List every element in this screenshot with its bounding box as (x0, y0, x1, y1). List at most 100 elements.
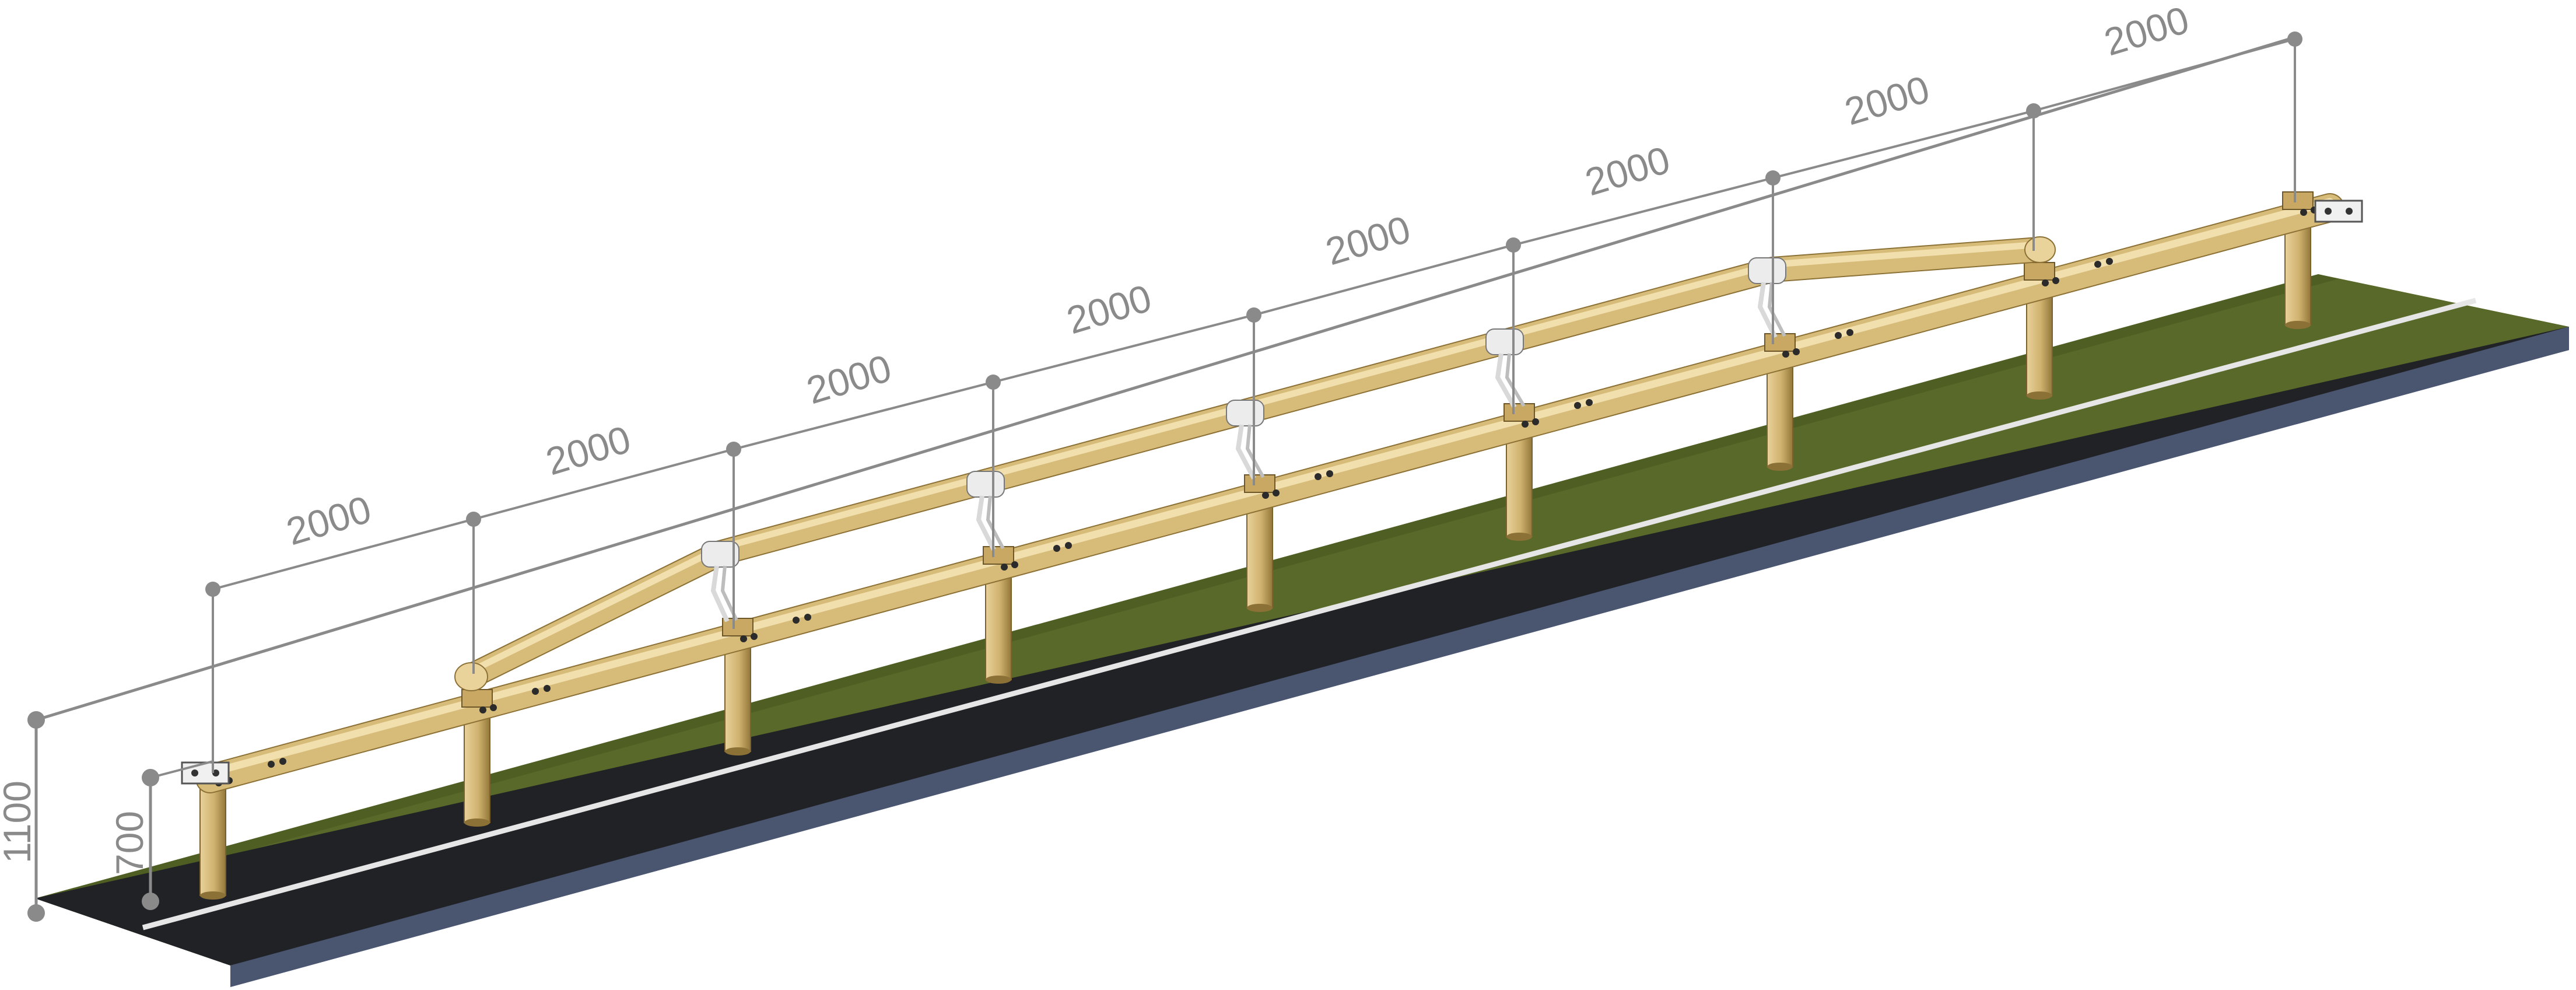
lane-line (142, 298, 2477, 930)
height-label-700: 700 (108, 811, 151, 875)
bolt-icon (2042, 279, 2049, 286)
bolt-icon (1532, 418, 1539, 425)
bolt-icon (1793, 348, 1800, 355)
post-cap (2024, 262, 2055, 281)
end-plate (2314, 200, 2363, 223)
asphalt-road (35, 327, 2569, 965)
bolt-icon (751, 633, 758, 640)
bolt-icon (490, 704, 497, 711)
post-base (1767, 463, 1793, 471)
support-bracket (710, 565, 730, 622)
dimension-line-length (36, 37, 2290, 722)
rail-end-cap (454, 662, 488, 691)
upper-rail-ramp-end (1761, 238, 2050, 281)
bolt-icon (2106, 258, 2113, 265)
dimension-lines (34, 37, 2290, 913)
ground (35, 274, 2569, 987)
dimension-dot (27, 904, 45, 922)
rail-clamp (966, 471, 1005, 498)
support-bracket (986, 495, 1005, 550)
post-base (2027, 391, 2052, 400)
bolt-icon (544, 685, 551, 692)
post-base (464, 818, 490, 827)
bolt-icon (740, 635, 747, 642)
height-label-1100: 1100 (0, 781, 38, 863)
post-cap (1764, 333, 1796, 352)
bolt-icon (1011, 561, 1018, 568)
bolt-icon (2346, 208, 2353, 215)
bolt-icon (2325, 208, 2332, 215)
post-cap (1244, 474, 1275, 493)
bolt-icon (1574, 402, 1581, 409)
bolt-icon (191, 769, 198, 776)
support-bracket (1245, 424, 1265, 478)
post-base (200, 891, 226, 900)
spacing-label: 2000 (282, 487, 376, 553)
dimension-ticks (27, 32, 2302, 922)
dimension-leader (150, 760, 213, 779)
upper-rail-ramp-start-highlight (469, 544, 724, 674)
spacing-label: 2000 (2100, 0, 2194, 64)
support-bracket (720, 565, 738, 621)
support-bracket (1767, 282, 1786, 337)
spacing-label: 2000 (1062, 276, 1156, 342)
support-bracket (1757, 282, 1778, 338)
rail-end-cap (2024, 236, 2056, 263)
bolt-icon (268, 761, 275, 768)
bolt-icon (804, 614, 811, 621)
support-bracket (1495, 353, 1517, 408)
spacing-label: 2000 (541, 417, 636, 483)
end-plate (181, 761, 230, 785)
rail-clamp (1226, 400, 1264, 426)
bolt-icon (1835, 332, 1842, 339)
post-cap (2282, 191, 2314, 210)
spacing-label: 2000 (1321, 207, 1415, 273)
spacing-label: 2000 (1580, 138, 1675, 204)
upper-rail-ramp-start (461, 541, 732, 687)
post-base (986, 676, 1011, 684)
bolt-icon (1065, 542, 1072, 549)
road-edge (230, 327, 2569, 987)
bolt-icon (793, 617, 800, 624)
post-base (1506, 533, 1532, 541)
grass-shadow (35, 274, 2339, 903)
dimension-dot (27, 711, 45, 729)
dimension-dot (142, 893, 159, 910)
rail-clamp (701, 541, 739, 568)
bolt-icon (2300, 209, 2307, 216)
post-cap (461, 689, 493, 708)
bolt-icon (1522, 421, 1529, 428)
upper-rail-ramp-end-highlight (1769, 241, 2042, 268)
timber-post (199, 772, 226, 896)
lower-rail (197, 194, 2343, 792)
rail-clamp (1748, 257, 1786, 284)
post-cap (983, 546, 1014, 565)
support-bracket (976, 495, 996, 551)
guardrail-structure (181, 191, 2363, 900)
bolt-icon (1262, 492, 1269, 499)
bolt-icon (1326, 470, 1333, 477)
rail-clamp (1485, 328, 1524, 355)
bolt-icon (532, 688, 539, 695)
support-bracket (1505, 353, 1526, 407)
bolt-icon (279, 758, 286, 765)
post-base (725, 747, 751, 755)
post-base (2285, 321, 2311, 329)
support-bracket (1235, 424, 1256, 480)
bolt-icon (1001, 564, 1008, 571)
bolt-icon (1273, 489, 1280, 496)
bolt-icon (479, 706, 486, 713)
bolt-icon (1053, 545, 1060, 552)
spacing-label: 2000 (1840, 67, 1934, 133)
spacing-label: 2000 (802, 346, 896, 412)
bolt-icon (2052, 277, 2059, 284)
post-cap (722, 618, 753, 636)
bolt-icon (1846, 329, 1853, 336)
bolt-icon (1315, 473, 1322, 480)
post-cap (1503, 403, 1535, 422)
bolt-icon (2094, 261, 2101, 268)
spacing-dimension-line (212, 38, 2295, 590)
bolt-icon (1782, 351, 1789, 358)
